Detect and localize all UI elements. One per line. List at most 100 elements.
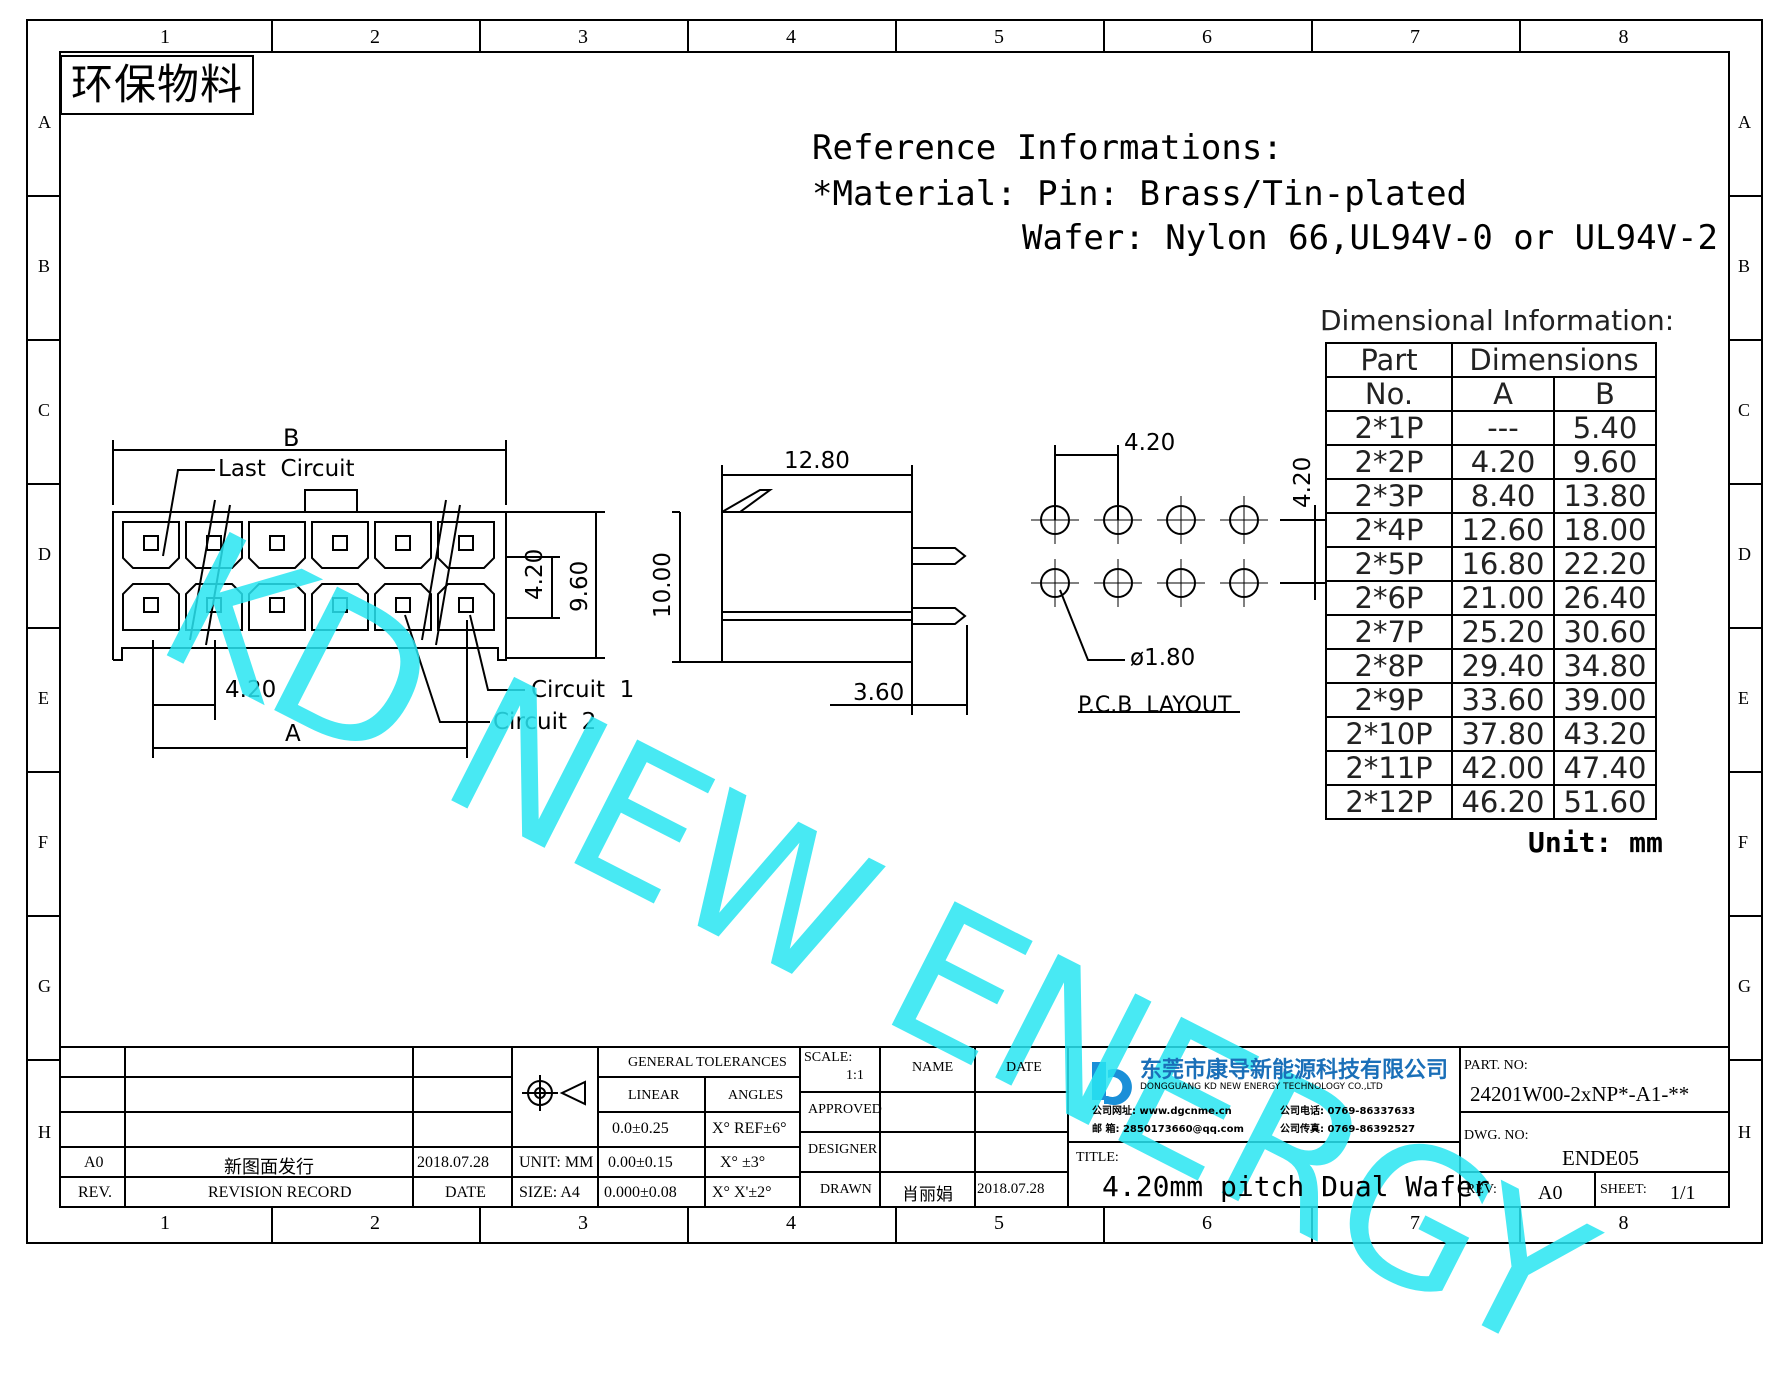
revision-text: 新图面发行 (224, 1157, 314, 1178)
unit-mm: UNIT: MM (519, 1154, 594, 1171)
grid-row-C: C (38, 400, 51, 420)
cell-part: 2*8P (1325, 648, 1453, 684)
pin-terminal (458, 597, 474, 613)
dim-a-label: A (285, 721, 301, 747)
dim-height-960: 9.60 (567, 560, 593, 612)
cell-part: 2*1P (1325, 410, 1453, 446)
cell-b: 13.80 (1553, 478, 1657, 514)
general-tolerances: GENERAL TOLERANCES (628, 1055, 787, 1070)
date-label: DATE (445, 1184, 486, 1201)
grid-row-D: D (38, 544, 51, 564)
cell-b: 22.20 (1553, 546, 1657, 582)
tol-1: 0.0±0.25 (612, 1120, 669, 1137)
title-label: TITLE: (1076, 1150, 1119, 1165)
part-no: 24201W00-2xNP*-A1-** (1470, 1082, 1690, 1106)
pcb-layout-label: P.C.B LAYOUT (1078, 693, 1232, 718)
drawing-frame (26, 19, 1763, 1244)
cell-a: 42.00 (1451, 750, 1555, 786)
grid-col-1: 1 (160, 26, 170, 48)
grid-col-3: 3 (578, 26, 588, 48)
cell-a: 25.20 (1451, 614, 1555, 650)
pin-terminal (143, 597, 159, 613)
header-no: No. (1325, 376, 1453, 412)
grid-col-4: 4 (786, 26, 796, 48)
dim-b-label: B (283, 424, 300, 452)
company-email: 邮 箱: 2850173660@qq.com (1092, 1124, 1244, 1135)
revision-record-label: REVISION RECORD (208, 1184, 352, 1201)
header-dimensions: Dimensions (1451, 342, 1657, 378)
name-label: NAME (912, 1060, 954, 1075)
revision-date: 2018.07.28 (417, 1154, 489, 1171)
cell-a: 37.80 (1451, 716, 1555, 752)
table-row: 2*1P---5.40 (1325, 410, 1657, 446)
part-no-label: PART. NO: (1464, 1058, 1528, 1073)
dwg-no: ENDE05 (1562, 1146, 1639, 1170)
rev2-label: REV: (1466, 1182, 1497, 1197)
tol-2: 0.00±0.15 (608, 1154, 673, 1171)
grid-col-7: 7 (1410, 26, 1420, 48)
grid-row-E: E (38, 688, 49, 708)
grid-row-A: A (38, 112, 51, 132)
cell-a: 4.20 (1451, 444, 1555, 480)
header-part: Part (1325, 342, 1453, 378)
scale-label: SCALE: (804, 1050, 853, 1065)
company-logo-icon (1092, 1062, 1132, 1106)
company-name-cn: 东莞市康导新能源科技有限公司 (1140, 1058, 1449, 1083)
rev-a0: A0 (84, 1154, 104, 1171)
dim-height-1000: 10.00 (650, 552, 676, 618)
grid-col-7: 7 (1410, 1212, 1420, 1234)
dim-pin-360: 3.60 (853, 680, 905, 706)
pcb-hole-diameter: ø1.80 (1130, 645, 1196, 671)
connector-cavity (374, 521, 432, 569)
pcb-layout (1031, 445, 1325, 713)
pin-terminal (269, 535, 285, 551)
cell-b: 51.60 (1553, 784, 1657, 820)
grid-col-4: 4 (786, 1212, 796, 1234)
grid-col-6: 6 (1202, 1212, 1212, 1234)
dimensional-info-title: Dimensional Information: (1320, 304, 1675, 337)
pin-terminal (143, 535, 159, 551)
cell-b: 43.20 (1553, 716, 1657, 752)
date2-label: DATE (1006, 1060, 1042, 1075)
designer-label: DESIGNER (808, 1142, 878, 1157)
pin-terminal (395, 597, 411, 613)
sheet-label: SHEET: (1600, 1182, 1647, 1197)
cell-a: 8.40 (1451, 478, 1555, 514)
company-fax: 公司传真: 0769-86392527 (1280, 1124, 1416, 1135)
drawn-label: DRAWN (820, 1182, 872, 1197)
grid-col-8: 8 (1618, 1212, 1629, 1234)
dim-height-420: 4.20 (522, 548, 548, 600)
pin-terminal (458, 535, 474, 551)
grid-row-C: C (1738, 400, 1751, 420)
ang-1: X° REF±6° (712, 1120, 787, 1137)
cell-part: 2*4P (1325, 512, 1453, 548)
grid-row-B: B (38, 256, 51, 276)
cell-part: 2*7P (1325, 614, 1453, 650)
cell-b: 39.00 (1553, 682, 1657, 718)
cell-part: 2*5P (1325, 546, 1453, 582)
tol-3: 0.000±0.08 (604, 1184, 677, 1201)
connector-cavity (311, 521, 369, 569)
connector-cavity (437, 583, 495, 631)
front-view (112, 440, 605, 758)
grid-row-D: D (1738, 544, 1751, 564)
grid-col-8: 8 (1618, 26, 1629, 48)
cell-part: 2*3P (1325, 478, 1453, 514)
cell-a: 16.80 (1451, 546, 1555, 582)
connector-cavity (185, 583, 243, 631)
cell-a: 33.60 (1451, 682, 1555, 718)
reference-material-pin: *Material: Pin: Brass/Tin-plated (812, 174, 1468, 214)
connector-cavity (122, 521, 180, 569)
grid-col-2: 2 (370, 26, 380, 48)
pcb-pitch-horizontal: 4.20 (1124, 430, 1176, 456)
company-phone: 公司电话: 0769-86337633 (1280, 1106, 1416, 1117)
cell-a: 46.20 (1451, 784, 1555, 820)
